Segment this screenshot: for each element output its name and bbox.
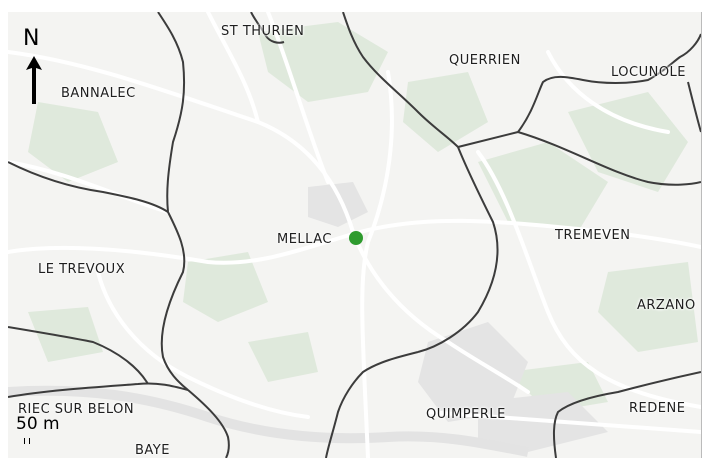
place-label-baye: BAYE bbox=[135, 443, 170, 458]
north-arrow: N bbox=[20, 26, 50, 106]
place-label-mellac: MELLAC bbox=[277, 232, 332, 247]
place-label-le-trevoux: LE TREVOUX bbox=[38, 262, 126, 277]
scale-label: 50 m bbox=[16, 414, 60, 434]
place-label-redene: REDENE bbox=[629, 401, 686, 416]
location-marker[interactable] bbox=[349, 231, 363, 245]
place-label-tremeven: TREMEVEN bbox=[555, 228, 631, 243]
map-view[interactable]: N ST THURIEN QUERRIEN LOCUNOLE BANNALEC … bbox=[8, 12, 702, 458]
north-arrow-icon bbox=[26, 56, 42, 104]
scale-bar: 50 m bbox=[16, 414, 76, 448]
place-label-bannalec: BANNALEC bbox=[61, 86, 136, 101]
place-label-querrien: QUERRIEN bbox=[449, 53, 521, 68]
map-basemap bbox=[8, 12, 701, 458]
place-label-quimperle: QUIMPERLE bbox=[426, 407, 506, 422]
north-label: N bbox=[23, 26, 40, 51]
commune-boundaries bbox=[8, 12, 701, 458]
place-label-st-thurien: ST THURIEN bbox=[221, 24, 305, 39]
place-label-riec-sur-belon: RIEC SUR BELON bbox=[18, 402, 135, 417]
place-label-arzano: ARZANO bbox=[637, 298, 696, 313]
scale-ticks bbox=[24, 438, 30, 444]
place-label-locunole: LOCUNOLE bbox=[611, 65, 687, 80]
